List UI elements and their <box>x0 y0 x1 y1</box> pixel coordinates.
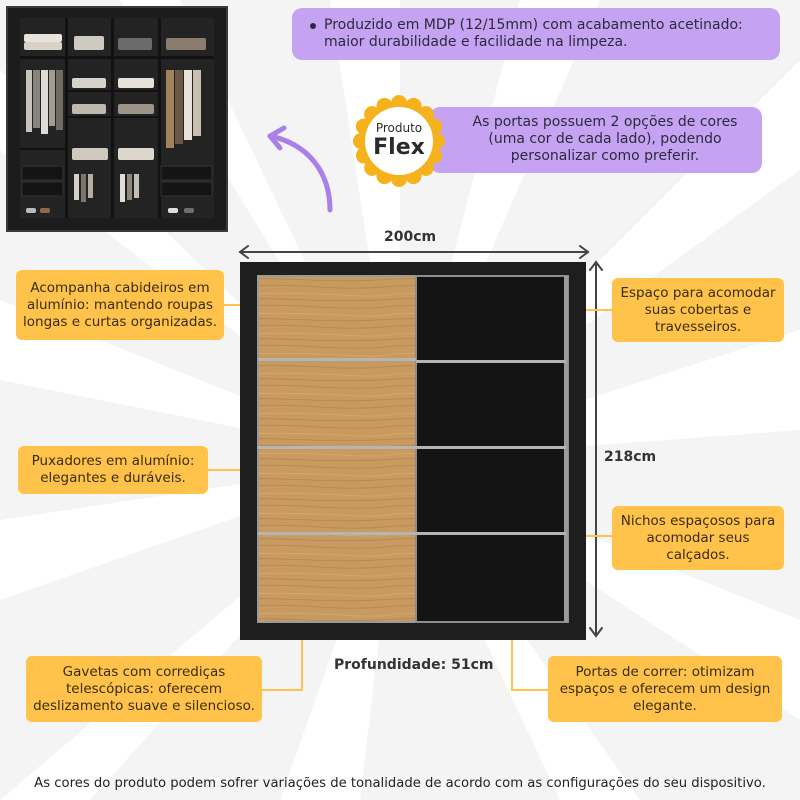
width-dimension: 200cm <box>384 229 437 245</box>
height-dimension: 218cm <box>604 449 657 465</box>
wardrobe-front-illustration <box>240 262 586 640</box>
badge-line2: Flex <box>373 135 425 160</box>
material-info-banner: Produzido em MDP (12/15mm) com acabament… <box>292 8 780 60</box>
depth-dimension: Profundidade: 51cm <box>334 657 494 673</box>
material-info-text: Produzido em MDP (12/15mm) com acabament… <box>308 17 768 51</box>
wardrobe-interior-photo <box>6 6 228 232</box>
callout-blankets: Espaço para acomodar suas cobertas e tra… <box>612 278 784 342</box>
badge-seal-icon <box>353 95 445 187</box>
callout-sliding-doors: Portas de correr: otimizam espaços e ofe… <box>548 656 782 722</box>
callout-handles: Puxadores em alumínio: elegantes e duráv… <box>18 446 208 494</box>
callout-shoes: Nichos espaçosos para acomodar seus calç… <box>612 506 784 570</box>
curved-arrow-icon <box>267 125 333 213</box>
badge-line1: Produto <box>375 121 423 135</box>
callout-hangers: Acompanha cabideiros em alumínio: manten… <box>16 270 224 340</box>
door-colors-text: As portas possuem 2 opções de cores (uma… <box>472 114 738 164</box>
color-disclaimer: As cores do produto podem sofrer variaçõ… <box>34 776 766 791</box>
door-colors-banner: As portas possuem 2 opções de cores (uma… <box>430 107 762 173</box>
produto-flex-badge: Produto Flex <box>352 94 446 188</box>
callout-drawers: Gavetas com corrediças telescópicas: ofe… <box>26 656 262 722</box>
